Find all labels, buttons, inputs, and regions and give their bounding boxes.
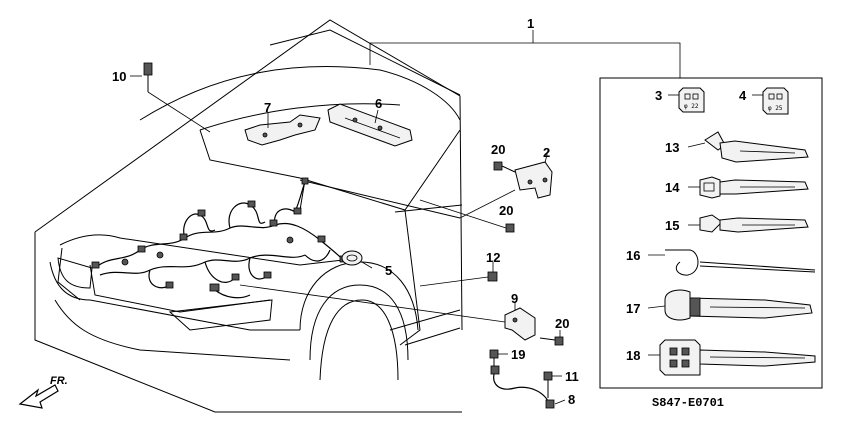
label-part-20-b: 20	[499, 203, 513, 218]
clip-code-4: φ 25	[768, 105, 783, 112]
part-labels: 1 2 3 4 5 6 7 8 9 10 11 12 13 14 15 16 1…	[112, 16, 747, 407]
label-part-4: 4	[739, 88, 747, 103]
clip-code-3: φ 22	[684, 103, 699, 110]
part-13-tie	[687, 131, 809, 163]
clip-panel: φ 22 φ 25	[599, 77, 823, 389]
direction-label: FR.	[50, 375, 68, 387]
engine-wire-harness	[91, 177, 348, 299]
label-part-15: 15	[665, 218, 679, 233]
label-part-12: 12	[486, 250, 500, 265]
part-2-bracket	[459, 149, 553, 219]
part-5-grommet	[341, 250, 373, 269]
label-part-3: 3	[655, 88, 662, 103]
label-part-17: 17	[626, 301, 640, 316]
part-9-bracket	[239, 284, 536, 341]
part-4-clip: φ 25	[752, 87, 789, 115]
part-3-clip: φ 22	[668, 87, 705, 113]
label-part-14: 14	[665, 180, 680, 195]
part-16-clamp	[648, 249, 816, 276]
part-20-bolt-a	[493, 161, 516, 173]
label-part-10: 10	[112, 69, 126, 84]
label-part-7: 7	[264, 100, 271, 115]
label-part-2: 2	[543, 145, 550, 160]
part-1-callout	[369, 30, 681, 78]
label-part-18: 18	[626, 348, 640, 363]
label-part-6: 6	[375, 96, 382, 111]
part-8-ground-cable	[490, 365, 566, 409]
part-14-tie	[688, 176, 809, 199]
label-part-5: 5	[385, 263, 392, 278]
label-part-9: 9	[511, 291, 518, 306]
part-11-bolt	[543, 371, 562, 398]
part-20-bolt-b	[419, 199, 515, 233]
part-10-bolt	[130, 62, 211, 133]
label-part-16: 16	[626, 248, 640, 263]
label-part-20-c: 20	[555, 316, 569, 331]
front-direction-arrow: FR.	[18, 375, 68, 409]
label-part-20-a: 20	[491, 142, 505, 157]
part-7-bracket	[244, 113, 321, 146]
part-20-bolt-c	[539, 330, 564, 346]
label-part-13: 13	[665, 140, 679, 155]
part-12-nut	[419, 262, 498, 287]
label-part-19: 19	[511, 347, 525, 362]
part-6-bracket	[327, 103, 413, 147]
diagram-code: S847-E0701	[652, 396, 724, 410]
label-part-11: 11	[565, 369, 579, 384]
part-17-clip	[647, 289, 813, 321]
part-15-tie	[688, 214, 809, 233]
car-body-outline	[34, 19, 463, 413]
part-19-bolt	[489, 349, 508, 366]
label-part-8: 8	[568, 392, 575, 407]
label-part-1: 1	[527, 16, 534, 31]
part-18-clip	[648, 339, 816, 376]
